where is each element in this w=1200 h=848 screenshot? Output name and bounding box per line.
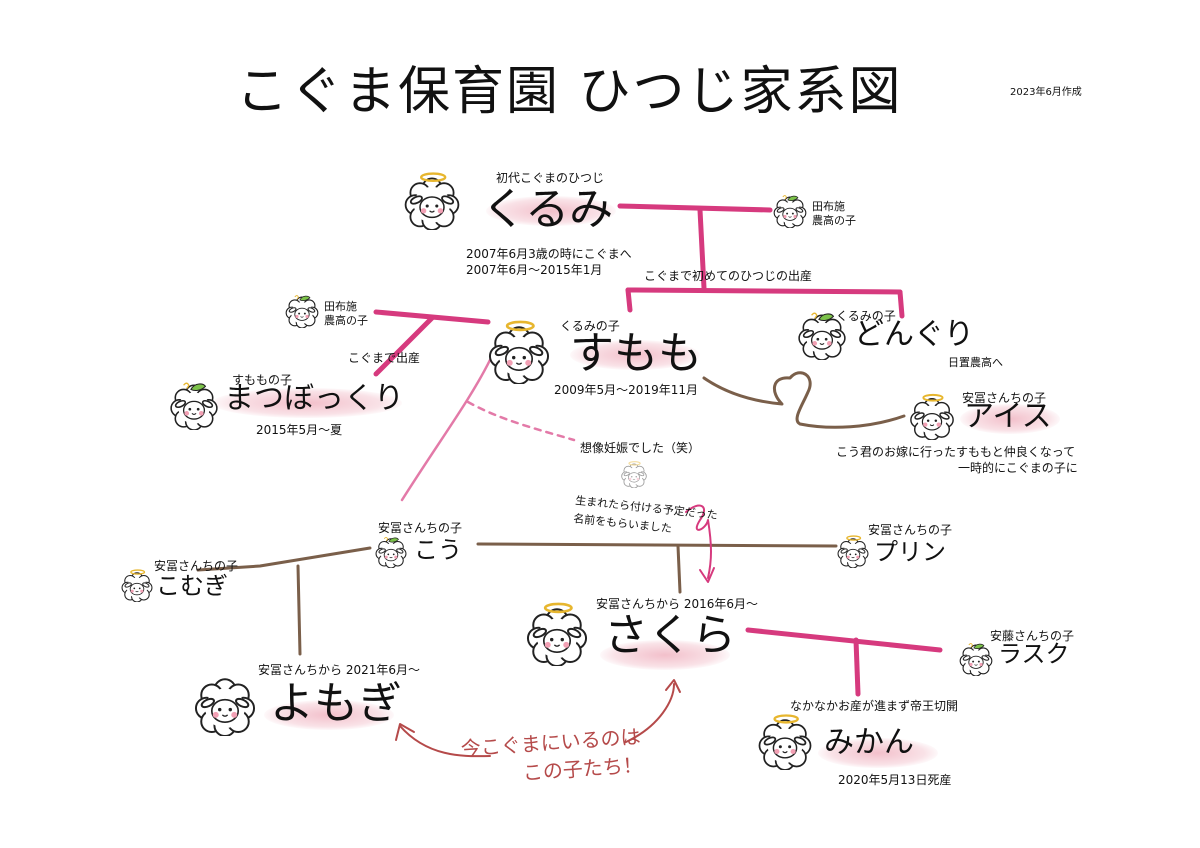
ice-name: アイス <box>964 399 1052 434</box>
born-here-note: こぐまで出産 <box>348 351 421 365</box>
first-birth-note: こぐまで初めてのひつじの出産 <box>644 269 813 283</box>
page-title: こぐま保育園 ひつじ家系図 <box>236 62 903 122</box>
komugi-name: こむぎ <box>156 572 228 600</box>
sheep-leaf-icon <box>772 192 808 229</box>
name-arrow <box>685 504 712 579</box>
line-kurumi-children-drop <box>697 207 707 291</box>
donguri-note: 日置農高へ <box>948 356 1003 369</box>
rusk-name: ラスク <box>998 640 1070 668</box>
kurumi-label: 初代こぐまのひつじ <box>496 171 605 185</box>
imaginary-note: 想像妊娠でした（笑） <box>580 441 701 455</box>
sheep-leaf-icon <box>168 378 220 431</box>
line-kurumi-children-bar <box>625 287 903 295</box>
purin-name: プリン <box>874 538 946 566</box>
line-kou-komugi <box>196 546 372 572</box>
donguri-name: どんぐり <box>854 317 974 352</box>
yomogi-name: よもぎ <box>270 678 402 729</box>
kurumi-note2: 2007年6月～2015年1月 <box>466 263 603 277</box>
sumomo-label: くるみの子 <box>560 319 620 333</box>
matsubokkuri-note: 2015年5月～夏 <box>256 423 343 437</box>
mikan-label: なかなかお産が進まず帝王切開 <box>790 699 959 713</box>
sakura-label: 安冨さんちから 2016年6月～ <box>596 597 758 611</box>
sheep-leaf-icon <box>284 292 320 329</box>
sheep-leaf-icon <box>374 534 408 569</box>
sheep-angel-icon <box>402 170 462 231</box>
line-to-donguri <box>897 289 905 319</box>
komugi-label: 安冨さんちの子 <box>154 559 239 573</box>
mikan-name: みかん <box>824 725 914 760</box>
line-sumomo-imaginary <box>466 400 576 442</box>
current-arrow <box>399 683 675 758</box>
sheep-leaf-icon <box>192 670 258 737</box>
line-sumomo-ice <box>702 371 906 429</box>
ice-label: 安冨さんちの子 <box>962 391 1047 405</box>
kurumi-name: くるみ <box>482 184 614 235</box>
ice-note2: 一時的にこぐまの子に <box>958 461 1078 475</box>
yomogi-label: 安冨さんちから 2021年6月～ <box>258 663 420 677</box>
rusk-label: 安藤さんちの子 <box>990 629 1075 643</box>
line-kou-purin <box>476 542 838 548</box>
donguri-label: くるみの子 <box>836 309 896 323</box>
sheep-angel-icon <box>524 600 590 667</box>
sheep-angel-icon <box>620 460 648 489</box>
purin-label: 安冨さんちの子 <box>868 523 953 537</box>
tabuse1-line2: 農高の子 <box>812 214 856 227</box>
sheep-angel-icon <box>836 534 870 569</box>
matsubokkuri-label: すももの子 <box>232 373 293 387</box>
created-date: 2023年6月作成 <box>1010 87 1082 98</box>
line-sakura-rusk <box>745 627 943 653</box>
line-kurumi-tabuse <box>617 203 773 213</box>
line-to-yomogi <box>296 564 302 656</box>
sakura-name: さくら <box>604 610 736 661</box>
sheep-leaf-icon <box>796 308 848 361</box>
kou-name: こう <box>414 536 462 564</box>
line-to-sumomo <box>625 287 633 313</box>
mikan-note: 2020年5月13日死産 <box>838 773 952 787</box>
ice-note1: こう君のお嫁に行ったすももと仲良くなって <box>836 445 1076 459</box>
kou-label: 安冨さんちの子 <box>378 521 463 535</box>
line-to-mikan <box>853 637 861 697</box>
tabuse2-line2: 農高の子 <box>324 314 368 327</box>
tabuse1-line1: 田布施 <box>812 200 845 213</box>
sheep-angel-icon <box>908 392 956 441</box>
sheep-angel-icon <box>120 568 154 603</box>
sheep-angel-icon <box>486 318 552 385</box>
sheep-leaf-icon <box>958 640 994 677</box>
line-to-sakura <box>676 544 682 594</box>
sheep-angel-icon <box>756 712 814 771</box>
tabuse2-line1: 田布施 <box>324 300 357 313</box>
matsubokkuri-name: まつぼっくり <box>224 381 404 416</box>
sumomo-note: 2009年5月～2019年11月 <box>554 383 698 397</box>
kurumi-note1: 2007年6月3歳の時にこぐまへ <box>466 247 632 261</box>
sumomo-name: すもも <box>570 328 702 379</box>
line-to-matsubokkuri <box>373 315 435 377</box>
line-sumomo-kou <box>400 358 492 502</box>
